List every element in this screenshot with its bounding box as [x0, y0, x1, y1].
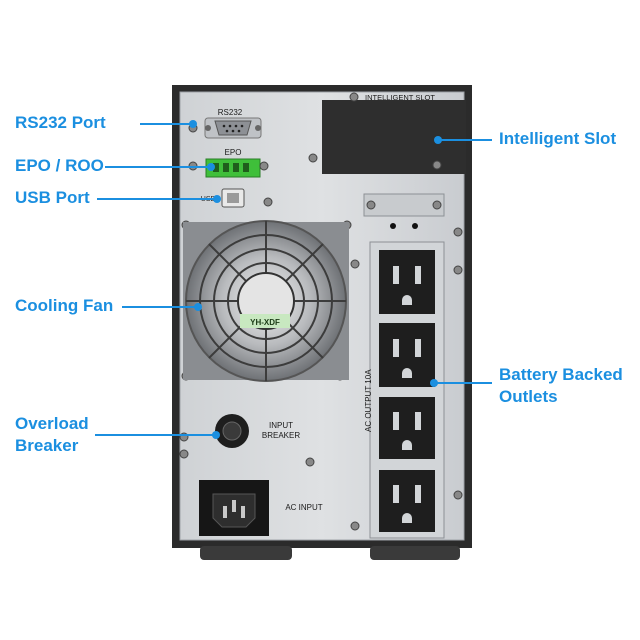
- battery-backed-outlets-callout-line2: Outlets: [499, 387, 558, 406]
- rs232-port-callout: RS232 Port: [15, 113, 106, 132]
- intelligent-slot: [322, 100, 466, 174]
- ups-foot-right: [370, 546, 460, 560]
- breaker-button-icon: [215, 414, 249, 448]
- epo-leader-dot: [207, 163, 215, 171]
- slot-leader-dot: [434, 136, 442, 144]
- screw-icon: [366, 200, 376, 210]
- epo-panel-label: EPO: [225, 148, 242, 157]
- fan-grille-icon: [183, 220, 349, 382]
- rs232-leader-dot: [189, 120, 197, 128]
- epo-leader-line: [105, 166, 210, 168]
- usb-leader-dot: [213, 195, 221, 203]
- cooling-fan-callout: Cooling Fan: [15, 296, 114, 315]
- screw-icon: [263, 197, 273, 207]
- intelligent-slot-callout: Intelligent Slot: [499, 129, 617, 148]
- overload-breaker-callout-line2: Breaker: [15, 436, 79, 455]
- outlets-leader-line: [434, 382, 492, 384]
- nema-5-15-outlet-icon: [379, 470, 435, 532]
- screw-icon: [305, 457, 315, 467]
- ups-foot-left: [200, 546, 292, 560]
- slot-leader-line: [438, 139, 492, 141]
- usb-b-port-icon: [221, 188, 245, 208]
- fan-leader-line: [122, 306, 198, 308]
- outlets-leader-dot: [430, 379, 438, 387]
- ac-input-label: AC INPUT: [285, 503, 322, 512]
- screw-icon: [259, 161, 269, 171]
- screw-icon: [350, 521, 360, 531]
- screw-icon: [453, 227, 463, 237]
- fan-sticker-label: YH-XDF: [250, 318, 280, 327]
- nema-5-15-outlet-icon: [379, 323, 435, 387]
- fan-leader-dot: [194, 303, 202, 311]
- indicator-hole: [412, 223, 418, 229]
- screw-icon: [453, 265, 463, 275]
- screw-icon: [350, 259, 360, 269]
- screw-icon: [432, 200, 442, 210]
- ac-output-label: AC OUTPUT 10A: [364, 369, 373, 432]
- breaker-leader-dot: [212, 431, 220, 439]
- iec-c14-inlet-icon: [199, 480, 269, 536]
- breaker-leader-line: [95, 434, 215, 436]
- usb-leader-line: [97, 198, 217, 200]
- screw-icon: [308, 153, 318, 163]
- blanking-plate: [363, 193, 445, 217]
- input-breaker-label-2: BREAKER: [262, 431, 300, 440]
- rs232-panel-label: RS232: [218, 108, 243, 117]
- screw-icon: [349, 92, 359, 102]
- battery-backed-outlets-callout-line1: Battery Backed: [499, 365, 623, 384]
- intelligent-slot-label: INTELLIGENT SLOT: [365, 93, 435, 102]
- db9-connector-icon: [204, 117, 262, 139]
- overload-breaker-callout-line1: Overload: [15, 414, 89, 433]
- usb-port-callout: USB Port: [15, 188, 90, 207]
- screw-icon: [453, 490, 463, 500]
- screw-icon: [432, 160, 442, 170]
- epo-roo-callout: EPO / ROO: [15, 156, 104, 175]
- screw-icon: [179, 449, 189, 459]
- nema-5-15-outlet-icon: [379, 397, 435, 459]
- indicator-hole: [390, 223, 396, 229]
- nema-5-15-outlet-icon: [379, 250, 435, 314]
- rs232-leader-line: [140, 123, 192, 125]
- input-breaker-label-1: INPUT: [269, 421, 293, 430]
